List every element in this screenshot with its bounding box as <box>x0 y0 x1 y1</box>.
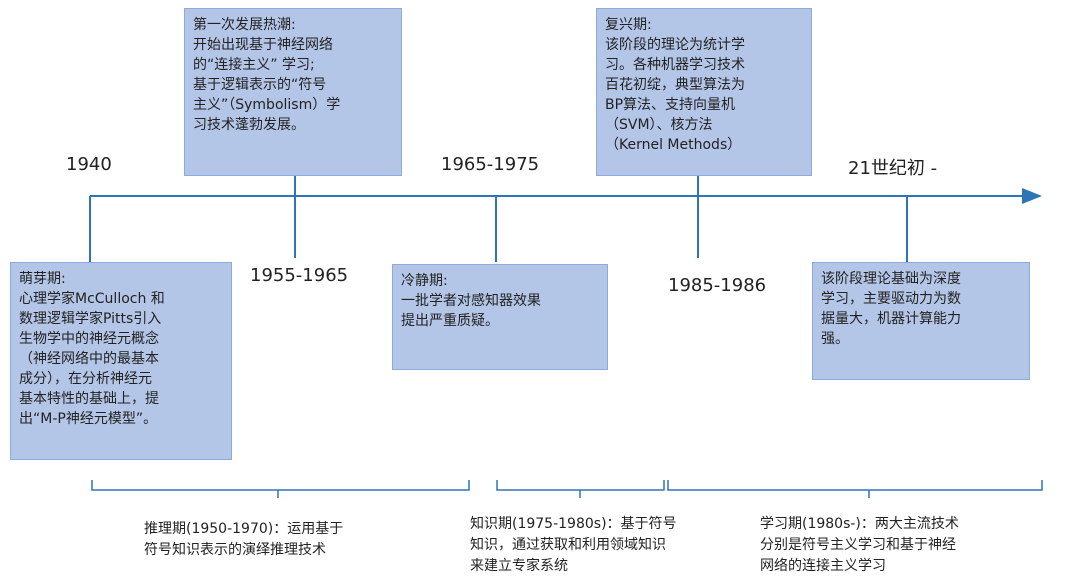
stage-title: 萌芽期: <box>19 271 66 287</box>
brace-learning <box>667 480 1043 498</box>
year-label-21st-century: 21世纪初 - <box>848 158 938 179</box>
stage-box-first-boom: 第一次发展热潮: 开始出现基于神经网络 的“连接主义” 学习; 基于逻辑表示的“… <box>184 8 402 176</box>
stage-text: 该阶段理论基础为深度 学习，主要驱动力为数 据量大，机器计算能力 强。 <box>821 271 961 347</box>
stage-box-deep-learning: 该阶段理论基础为深度 学习，主要驱动力为数 据量大，机器计算能力 强。 <box>812 262 1030 380</box>
stage-text: 开始出现基于神经网络 的“连接主义” 学习; 基于逻辑表示的“符号 主义”（Sy… <box>193 37 341 133</box>
year-label-1985-1986: 1985-1986 <box>668 275 767 296</box>
brace-reasoning <box>91 480 470 498</box>
stage-text: 一批学者对感知器效果 提出严重质疑。 <box>401 293 541 329</box>
stage-text: 心理学家McCulloch 和 数理逻辑学家Pitts引入 生物学中的神经元概念… <box>19 291 165 427</box>
brace-knowledge <box>496 480 665 498</box>
period-knowledge: 知识期(1975-1980s)：基于符号 知识，通过获取和利用领域知识 来建立专… <box>470 516 677 574</box>
stage-title: 复兴期: <box>605 17 652 33</box>
stage-box-embryonic: 萌芽期: 心理学家McCulloch 和 数理逻辑学家Pitts引入 生物学中的… <box>10 262 232 460</box>
stage-title: 冷静期: <box>401 273 448 289</box>
period-learning: 学习期(1980s-)：两大主流技术 分别是符号主义学习和基于神经 网络的连接主… <box>760 516 959 574</box>
stage-box-revival: 复兴期: 该阶段的理论为统计学 习。各种机器学习技术 百花初绽，典型算法为 BP… <box>596 8 812 176</box>
stage-title: 第一次发展热潮: <box>193 17 296 33</box>
year-label-1955-1965: 1955-1965 <box>250 265 349 286</box>
year-label-1965-1975: 1965-1975 <box>441 154 540 175</box>
year-label-1940: 1940 <box>66 154 112 175</box>
stage-box-cooling: 冷静期: 一批学者对感知器效果 提出严重质疑。 <box>392 264 608 370</box>
period-reasoning: 推理期(1950-1970)：运用基于 符号知识表示的演绎推理技术 <box>144 521 344 558</box>
stage-text: 该阶段的理论为统计学 习。各种机器学习技术 百花初绽，典型算法为 BP算法、支持… <box>605 37 745 153</box>
